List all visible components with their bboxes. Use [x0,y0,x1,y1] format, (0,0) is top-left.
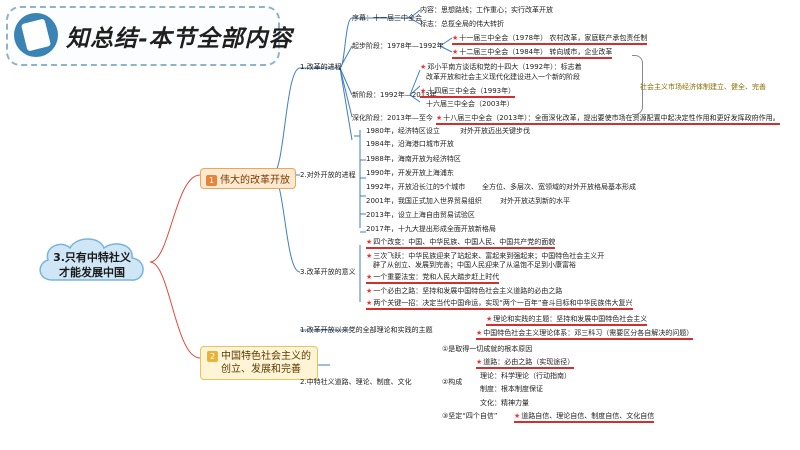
reform-start-label: 序幕：十一届三中全会 [352,14,422,22]
star-icon: ★ [452,48,459,56]
significance-item: ★一个必由之路：坚持和发展中国特色社会主义道路的必由之路 [366,287,563,295]
reform-start-content: 内容：思想路线；工作重心；实行改革开放 [420,6,553,14]
opening-item: 全方位、多层次、宽领域的对外开放格局基本形成 [482,183,636,191]
reform-note: 社会主义市场经济体制建立、健全、完善 [640,83,766,91]
star-icon: ★ [366,273,373,281]
reform-process-title: 1.改革的进程 [300,63,342,71]
branch2-line-2: 创立、发展和完善 [221,364,301,375]
star-icon: ★ [420,87,427,95]
significance-item: 辟了从创立、发展到完善；中国人民迎来了从温饱不足到小康富裕 [373,261,576,269]
reform-initial-item: ★十二届三中全会（1984年） 转向城市，企业改革 [452,47,613,59]
opening-process-title: 2.对外开放的进程 [300,171,356,179]
opening-item: 2001年，我国正式加入世界贸易组织 [366,197,482,205]
branch-number-badge: 2 [207,351,218,362]
star-icon: ★ [476,329,483,337]
notebook-icon [14,13,58,57]
star-icon: ★ [366,238,373,246]
branch-label: 伟大的改革开放 [220,175,290,186]
theory-item: ★理论和实践的主题：坚持和发展中国特色社会主义 [486,314,648,326]
significance-item: ★两个关键一招：决定当代中国命运，实现“两个一百年”奋斗目标和中华民族伟大复兴 [366,298,633,310]
star-icon: ★ [436,114,443,122]
system-component: ★道路：必由之路（实现途径） [476,357,575,369]
opening-item: 1980年，经济特区设立 [366,127,440,135]
root-cloud [39,238,144,281]
reform-initial-label: 起步阶段：1978年—1992年 [352,42,444,50]
opening-item: 对外开放达到新的水平 [500,197,570,205]
opening-item: 对外开放迈出关键步伐 [460,127,530,135]
root-line-1: 3.只有中特社义 [53,251,131,264]
significance-item: ★一个重要法宝：党和人民大踏步赶上时代 [366,272,500,284]
significance-title: 3.改革开放的意义 [300,268,356,276]
system-component: 制度：根本制度保证 [480,385,543,393]
banner-title: 知总结-本节全部内容 [66,25,293,52]
reform-new-item: 改革开放和社会主义现代化建设进入一个新的阶段 [426,73,580,81]
opening-item: 1990年，开发开放上海浦东 [366,169,454,177]
system-point-1: ①是取得一切成就的根本原因 [442,345,533,353]
reform-new-item: ★邓小平南方谈话和党的十四大（1992年）：标志着 [420,63,582,71]
reform-new-item: ★十四届三中全会（1993年） [420,86,516,98]
system-component: 理论：科学理论（行动指南） [480,372,571,380]
star-icon: ★ [476,358,483,366]
title-banner: 知总结-本节全部内容 [6,6,292,66]
star-icon: ★ [420,63,427,71]
star-icon: ★ [366,287,373,295]
star-icon: ★ [486,315,493,323]
reform-new-label: 新阶段：1992年—2013年 [352,91,437,99]
system-confidence: ★道路自信、理论自信、制度自信、文化自信 [514,411,655,423]
opening-item: 2017年，十九大提出形成全面开放新格局 [366,225,496,233]
reform-start-mark: 标志：总揽全局的伟大转折 [420,20,504,28]
theory-item: ★中国特色社会主义理论体系：邓三科习（需要区分各自解决的问题） [476,328,694,340]
star-icon: ★ [366,299,373,307]
opening-item: 2013年，设立上海自由贸易试验区 [366,211,475,219]
star-icon: ★ [514,412,521,420]
reform-deep-content: ★十八届三中全会（2013年）：全面深化改革，提出要使市场在资源配置中起决定性作… [436,113,780,125]
reform-deep-label: 深化阶段：2013年—至今 [352,114,433,122]
branch2-line-1: 中国特色社会主义的 [221,351,311,362]
bracket-connector [632,55,643,115]
significance-item: ★四个改变：中国、中华民族、中国人民、中国共产党的面貌 [366,237,556,249]
system-component: 文化：精神力量 [480,399,529,407]
root-line-2: 才能发展中国 [59,266,125,279]
reform-initial-item: ★十一届三中全会（1978年） 农村改革，家庭联产承包责任制 [452,33,648,45]
opening-item: 1988年，海南开放为经济特区 [366,155,461,163]
branch-number-badge: 1 [206,174,217,186]
reform-new-item: 十六届三中全会（2003年） [426,100,514,108]
significance-item: ★三次飞跃：中华民族迎来了站起来、富起来到强起来；中国特色社会主义开 [366,252,605,260]
opening-item: 1984年，沿海港口城市开放 [366,140,454,148]
star-icon: ★ [452,34,459,42]
system-point-2: ②构成 [442,378,463,386]
star-icon: ★ [366,252,373,260]
opening-item: 1992年，开放沿长江的5个城市 [366,183,466,191]
theory-title: 1.改革开放以来党的全部理论和实践的主题 [300,326,433,334]
root-topic: 3.只有中特社义 才能发展中国 [42,250,142,280]
system-point-3: ③坚定“四个自信” [442,412,498,420]
system-title: 2.中特社义道路、理论、制度、文化 [300,378,412,386]
